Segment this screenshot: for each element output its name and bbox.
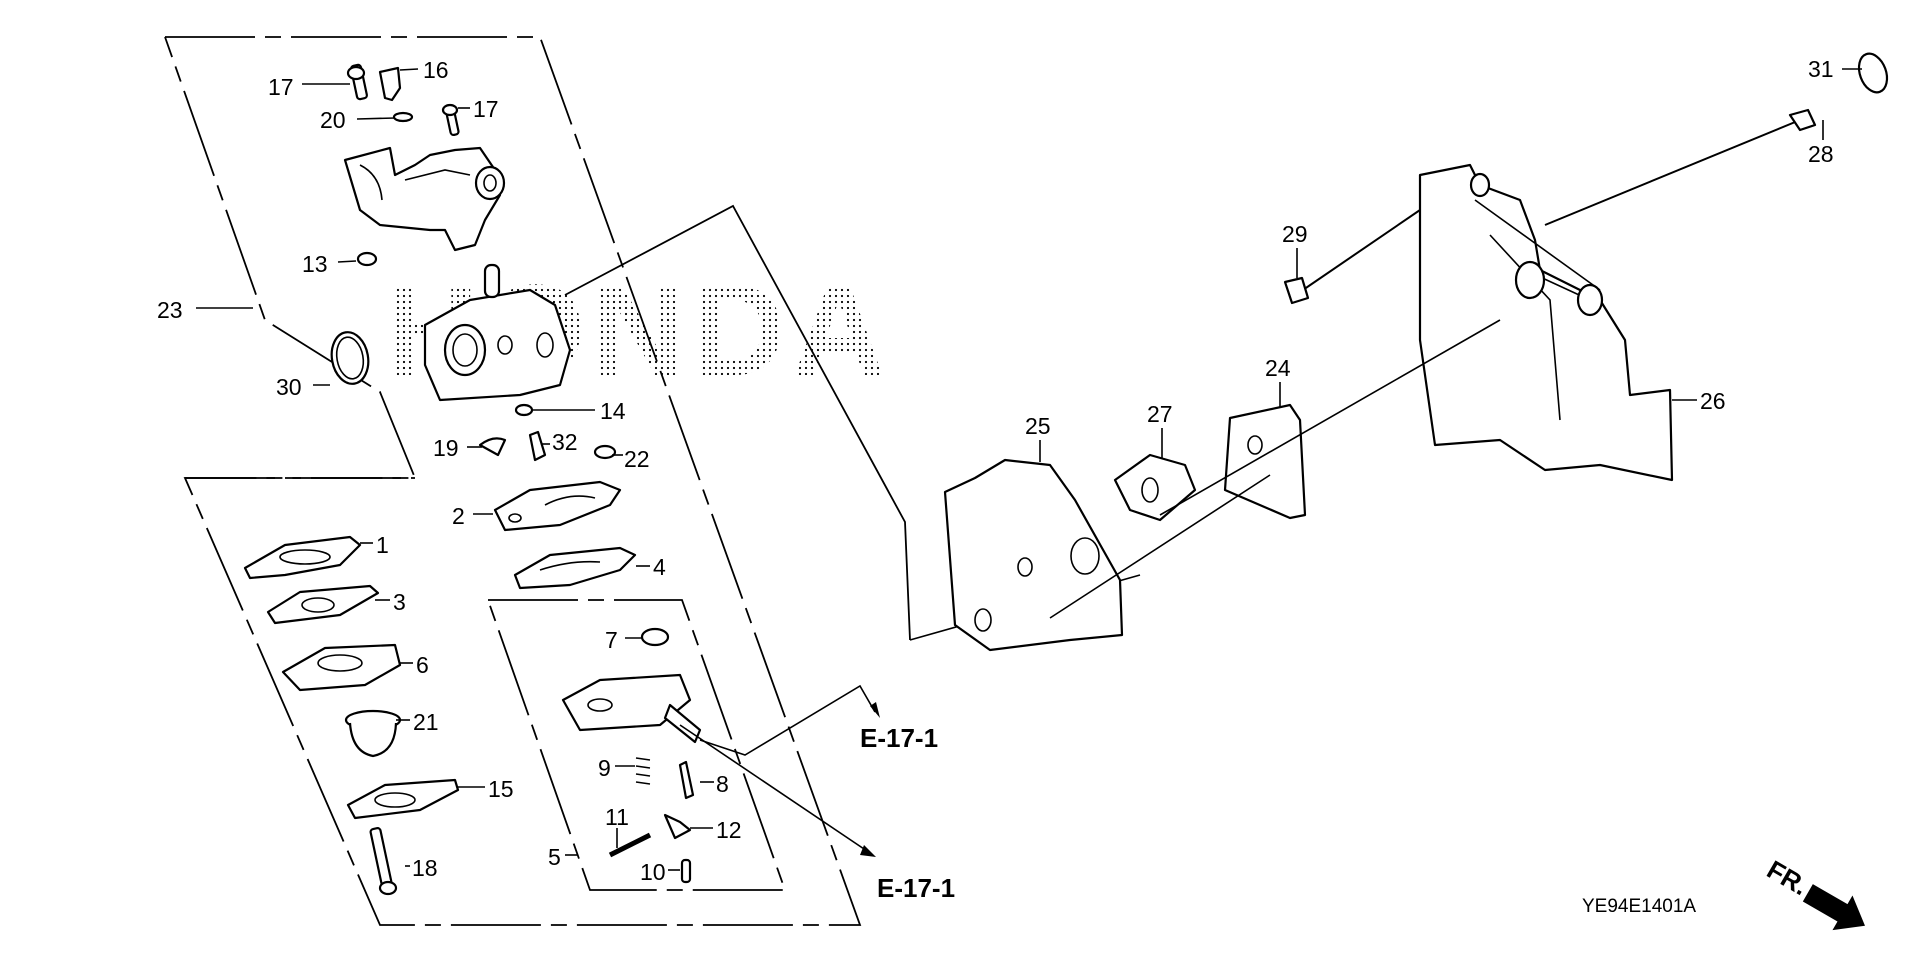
callout-27: 27 [1147,401,1173,427]
assembly-box-5 [487,599,787,891]
callout-3: 3 [393,589,406,615]
pin-11 [608,832,652,858]
reference-e-17-1-upper[interactable]: E-17-1 [860,723,938,753]
gasket-25 [943,458,1124,652]
retainer-15 [346,778,460,820]
callout-9: 9 [598,755,611,781]
callout-31: 31 [1808,56,1834,82]
callout-1: 1 [376,532,389,558]
screw-10 [680,858,692,884]
fitting-16 [378,66,402,102]
callout-labels: 17 16 20 17 13 23 30 14 19 32 22 2 4 1 3… [157,56,1834,885]
reference-e-17-1-lower[interactable]: E-17-1 [877,873,955,903]
oring-30 [330,331,370,385]
callout-11: 11 [605,804,629,830]
jet-32 [528,430,547,462]
lever-12 [663,813,692,840]
screw-17a [346,63,368,101]
callout-28: 28 [1808,141,1834,167]
primer-bulb-21 [344,709,402,758]
callout-18: 18 [412,855,438,881]
gasket-24 [1223,403,1307,520]
callout-29: 29 [1282,221,1308,247]
washer-14 [514,403,534,417]
callout-10: 10 [640,859,666,885]
oring-31 [1857,52,1889,94]
meter-body [561,673,702,744]
washer-22 [593,444,617,460]
bolt-28 [1544,108,1817,226]
callout-17: 17 [473,96,499,122]
screw-17b [441,103,460,137]
callout-30: 30 [276,374,302,400]
callout-26: 26 [1700,388,1726,414]
leader-lines [196,68,1862,871]
cover-6 [281,643,402,692]
callout-8: 8 [716,771,729,797]
callout-23: 23 [157,297,183,323]
callout-21: 21 [413,709,439,735]
callout-16: 16 [423,57,449,83]
callout-15: 15 [488,776,514,802]
diaphragm-3 [266,584,380,625]
drawing-code: YE94E1401A [1582,896,1696,917]
gasket-1 [243,535,362,580]
needle-8 [678,760,695,800]
callout-6: 6 [416,652,429,678]
callout-22: 22 [624,446,650,472]
callout-14: 14 [600,398,626,424]
washer-20 [392,111,414,123]
gasket-2 [493,480,622,532]
arrow-right-icon [1802,884,1865,931]
callout-12: 12 [716,817,742,843]
callout-32: 32 [552,429,578,455]
carburetor-body [423,263,572,402]
insulator-27 [1113,453,1197,522]
plug-7 [640,627,670,647]
choke-housing [343,146,506,252]
clip-13 [356,251,378,267]
callout-17: 17 [268,74,294,100]
callout-2: 2 [452,503,465,529]
cover-26 [1418,163,1674,482]
cap-19 [478,437,507,457]
callout-13: 13 [302,251,328,277]
bolt-29 [1283,209,1421,305]
spring-9 [635,757,651,785]
gasket-4 [513,546,637,590]
front-direction-indicator: FR. [1762,854,1865,931]
screw-18 [369,827,398,896]
callout-19: 19 [433,435,459,461]
callout-20: 20 [320,107,346,133]
callout-4: 4 [653,554,666,580]
callout-5: 5 [548,844,561,870]
callout-7: 7 [605,627,618,653]
callout-24: 24 [1265,355,1291,381]
callout-25: 25 [1025,413,1051,439]
front-label: FR. [1762,854,1813,901]
